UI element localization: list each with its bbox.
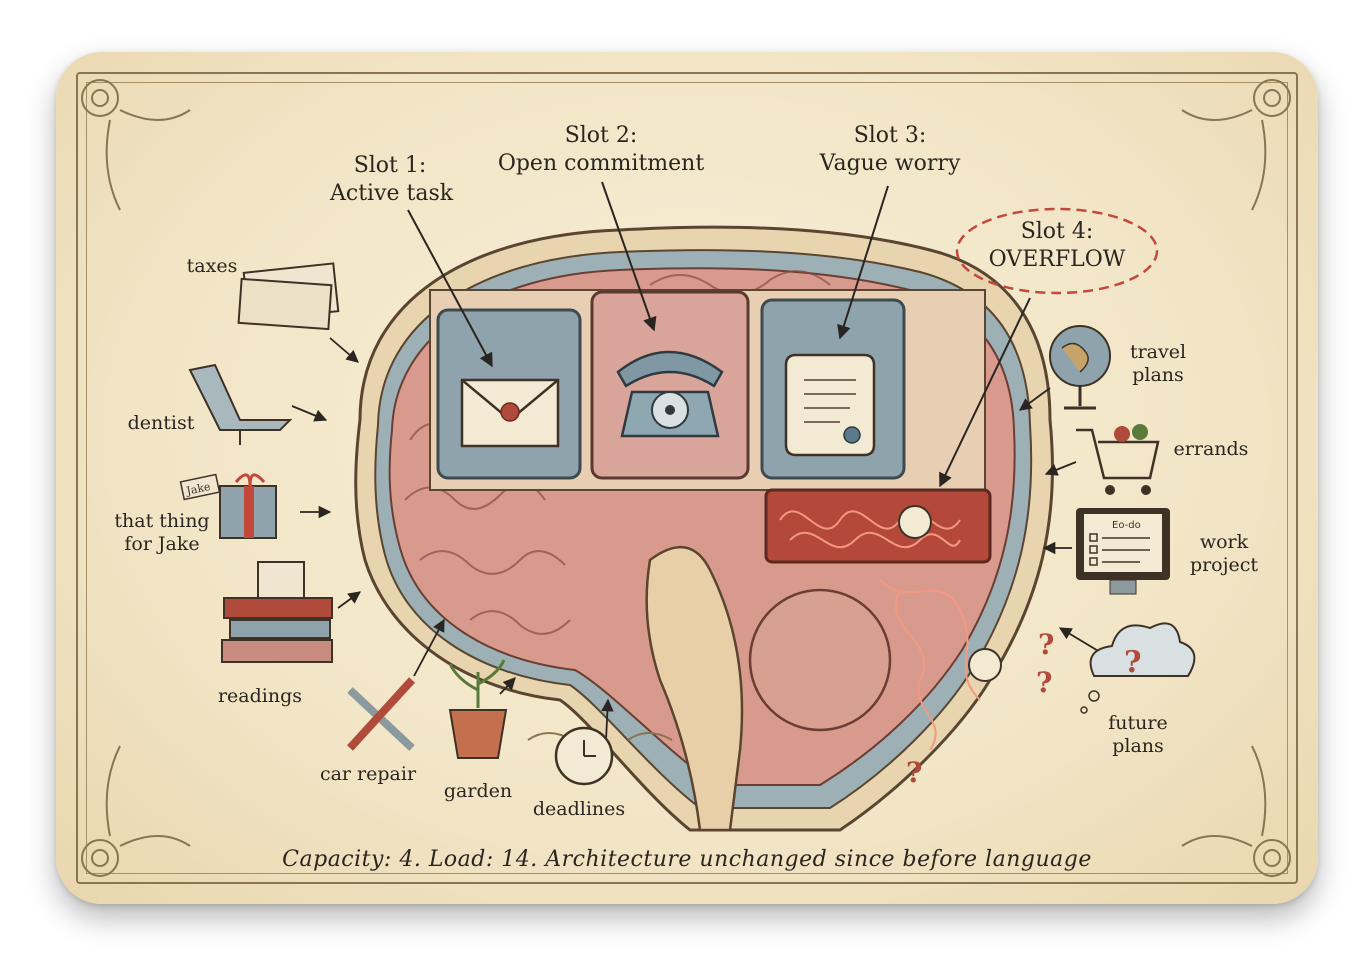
work-project-label: work project xyxy=(1178,531,1270,577)
slot-3-title: Slot 3: xyxy=(810,122,970,150)
jake-label-line2: for Jake xyxy=(104,533,220,556)
taxes-label: taxes xyxy=(176,255,248,278)
caption: Capacity: 4. Load: 14. Architecture unch… xyxy=(56,847,1318,872)
jake-label: that thing for Jake xyxy=(104,510,220,556)
clock-icon xyxy=(969,649,1001,681)
deadlines-label: deadlines xyxy=(524,798,634,821)
slot-1-box xyxy=(438,310,580,478)
svg-text:?: ? xyxy=(906,756,922,789)
telephone-icon xyxy=(618,352,722,436)
monitor-icon: Eo-do xyxy=(1076,508,1170,594)
thought-cloud-icon: ? xyxy=(1081,623,1194,713)
garden-label: garden xyxy=(436,780,520,803)
slot-2-box xyxy=(592,292,748,478)
work-label-line2: project xyxy=(1178,554,1270,577)
jake-label-line1: that thing xyxy=(104,510,220,533)
shopping-cart-icon xyxy=(1076,424,1158,495)
future-label-line1: future xyxy=(1098,712,1178,735)
future-label-line2: plans xyxy=(1098,735,1178,758)
globe-icon xyxy=(1050,326,1110,408)
cerebellum xyxy=(750,590,890,730)
slot-4-desc: OVERFLOW xyxy=(977,246,1137,274)
future-plans-label: future plans xyxy=(1098,712,1178,758)
dentist-label: dentist xyxy=(118,412,204,435)
clock-icon xyxy=(899,506,931,538)
travel-plans-label: travel plans xyxy=(1118,341,1198,387)
slot-2-label: Slot 2: Open commitment xyxy=(486,122,716,178)
scroll-icon xyxy=(786,355,874,455)
slot-4-title: Slot 4: xyxy=(977,218,1137,246)
slot-2-desc: Open commitment xyxy=(486,150,716,178)
car-repair-label: car repair xyxy=(312,763,424,786)
readings-label: readings xyxy=(210,685,310,708)
work-label-line1: work xyxy=(1178,531,1270,554)
calendar-icon xyxy=(258,562,304,598)
slot-1-label: Slot 1: Active task xyxy=(330,152,450,208)
slot-3-box xyxy=(762,300,904,478)
envelope-icon xyxy=(462,380,558,446)
dental-chair-icon xyxy=(190,365,290,445)
books-icon xyxy=(222,562,332,662)
slot-2-title: Slot 2: xyxy=(486,122,716,150)
travel-label-line1: travel xyxy=(1118,341,1198,364)
slot-3-desc: Vague worry xyxy=(810,150,970,178)
slot-4-label: Slot 4: OVERFLOW xyxy=(977,218,1137,274)
todo-title: Eo-do xyxy=(1112,520,1141,531)
errands-label: errands xyxy=(1166,438,1256,461)
taxes-icon xyxy=(239,263,339,329)
svg-text:?: ? xyxy=(1124,645,1142,680)
slot-1-title: Slot 1: xyxy=(330,152,450,180)
travel-label-line2: plans xyxy=(1118,364,1198,387)
wrench-icon xyxy=(350,680,412,748)
slot-3-label: Slot 3: Vague worry xyxy=(810,122,970,178)
svg-text:?: ? xyxy=(1038,628,1054,661)
svg-text:?: ? xyxy=(1036,666,1052,699)
slot-1-desc: Active task xyxy=(330,180,450,208)
